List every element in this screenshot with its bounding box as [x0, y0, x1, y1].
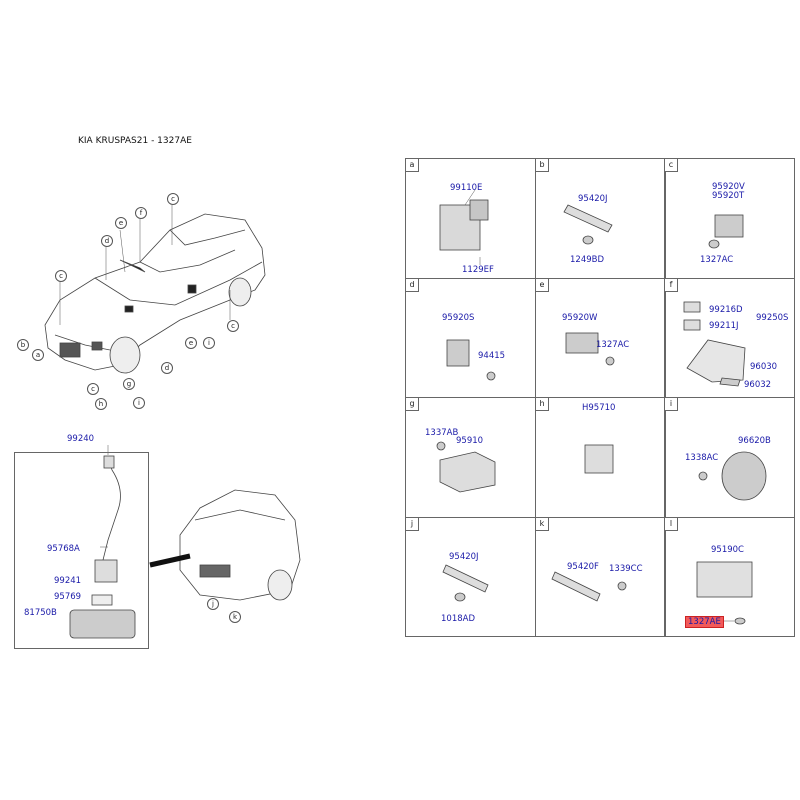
part-number-99110E[interactable]: 99110E [450, 183, 483, 193]
callout-c[interactable]: c [227, 320, 239, 332]
inset-panel [14, 452, 149, 649]
cell-h: h [535, 397, 666, 518]
part-number-1018AD[interactable]: 1018AD [441, 614, 475, 624]
callout-i[interactable]: i [203, 337, 215, 349]
part-number-95920S[interactable]: 95920S [442, 313, 475, 323]
cell-i: i [664, 397, 795, 518]
part-number-1339CC[interactable]: 1339CC [609, 564, 643, 574]
cell-g: g [405, 397, 536, 518]
part-number-95920V[interactable]: 95920V [712, 182, 745, 192]
cell-label-d: d [406, 279, 419, 292]
cell-label-g: g [406, 398, 419, 411]
cell-label-c: c [665, 159, 678, 172]
part-number-95920T[interactable]: 95920T [712, 191, 745, 201]
inset-part-81750B: 81750B [24, 608, 57, 618]
callout-k[interactable]: k [229, 611, 241, 623]
part-number-96030[interactable]: 96030 [750, 362, 778, 372]
callout-j[interactable]: j [207, 598, 219, 610]
callout-f[interactable]: f [135, 207, 147, 219]
callout-c[interactable]: c [87, 383, 99, 395]
cell-label-k: k [536, 518, 549, 531]
part-number-95420J[interactable]: 95420J [578, 194, 608, 204]
part-number-96032[interactable]: 96032 [744, 380, 772, 390]
part-number-99216D[interactable]: 99216D [709, 305, 743, 315]
part-number-1327AC[interactable]: 1327AC [596, 340, 630, 350]
part-number-1338AC[interactable]: 1338AC [685, 453, 719, 463]
inset-part-95768A: 95768A [47, 544, 80, 554]
part-number-H95710[interactable]: H95710 [582, 403, 616, 413]
cell-label-h: h [536, 398, 549, 411]
cell-label-e: e [536, 279, 549, 292]
cell-k: k [535, 517, 666, 637]
cell-label-l: l [665, 518, 678, 531]
cell-label-f: f [665, 279, 678, 292]
inset-part-99240: 99240 [67, 434, 95, 444]
page-title: KIA KRUSPAS21 - 1327AE [78, 136, 192, 146]
callout-e[interactable]: e [115, 217, 127, 229]
callout-c[interactable]: c [167, 193, 179, 205]
callout-g[interactable]: g [123, 378, 135, 390]
cell-label-i: i [665, 398, 678, 411]
part-number-1129EF[interactable]: 1129EF [462, 265, 494, 275]
part-number-94415[interactable]: 94415 [478, 351, 506, 361]
part-number-1327AE[interactable]: 1327AE [685, 616, 724, 628]
part-number-95910[interactable]: 95910 [456, 436, 484, 446]
callout-b[interactable]: b [17, 339, 29, 351]
inset-part-95769: 95769 [54, 592, 82, 602]
callout-e[interactable]: e [185, 337, 197, 349]
callout-i[interactable]: i [133, 397, 145, 409]
part-number-1327AC[interactable]: 1327AC [700, 255, 734, 265]
part-number-99250S[interactable]: 99250S [756, 313, 789, 323]
callout-h[interactable]: h [95, 398, 107, 410]
cell-l: l [664, 517, 795, 637]
callout-d[interactable]: d [101, 235, 113, 247]
cell-a: a [405, 158, 536, 279]
cell-label-j: j [406, 518, 419, 531]
part-number-96620B[interactable]: 96620B [738, 436, 771, 446]
part-number-95420F[interactable]: 95420F [567, 562, 599, 572]
cell-label-a: a [406, 159, 419, 172]
cell-e: e [535, 278, 666, 398]
callout-c[interactable]: c [55, 270, 67, 282]
part-number-95190C[interactable]: 95190C [711, 545, 744, 555]
cell-d: d [405, 278, 536, 398]
part-number-1249BD[interactable]: 1249BD [570, 255, 605, 265]
callout-d[interactable]: d [161, 362, 173, 374]
part-number-99211J[interactable]: 99211J [709, 321, 739, 331]
part-number-95420J[interactable]: 95420J [449, 552, 479, 562]
inset-part-99241: 99241 [54, 576, 82, 586]
cell-f: f [664, 278, 795, 398]
cell-label-b: b [536, 159, 549, 172]
part-number-1337AB[interactable]: 1337AB [425, 428, 459, 438]
callout-a[interactable]: a [32, 349, 44, 361]
part-number-95920W[interactable]: 95920W [562, 313, 598, 323]
